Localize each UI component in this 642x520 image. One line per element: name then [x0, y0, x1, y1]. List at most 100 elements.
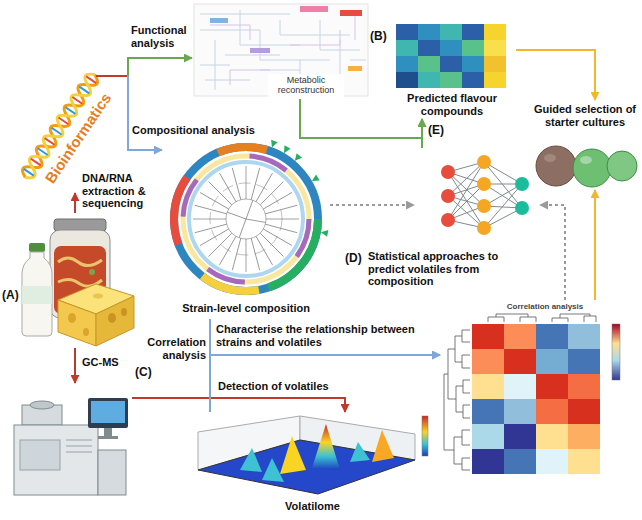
strain-tree-figure-part-part [263, 193, 292, 210]
flavour-heatmap-figure-part [396, 72, 418, 88]
panel-letter: (C) [135, 366, 152, 380]
correlation-heatmap-figure-part [568, 399, 600, 424]
food-illustration-part [89, 269, 95, 275]
neural-network-figure [441, 155, 529, 235]
flavour-heatmap-figure-part [418, 40, 440, 56]
correlation-heatmap-figure-part [488, 314, 596, 322]
strain-tree-figure-part-part [256, 236, 273, 265]
food-illustration [22, 219, 134, 346]
gcms-instrument: GC-MS [8, 383, 132, 500]
flavour-heatmap-figure-part [484, 72, 506, 88]
strain-tree-figure-part-part [260, 182, 283, 205]
strain-tree-figure-part [189, 162, 303, 276]
flow-arrow [128, 58, 192, 76]
strain-tree-figure-part-part [195, 205, 227, 214]
correlation-heatmap-figure-part [472, 374, 504, 399]
starter-culture-figure-part [607, 151, 637, 181]
flavour-heatmap-figure-part [440, 40, 462, 56]
starter-culture-figure-part [544, 154, 556, 162]
correlation-heatmap-figure-part [612, 324, 620, 380]
edge-label: Characterise the relationship between st… [216, 323, 416, 348]
correlation-heatmap-figure-part [568, 374, 600, 399]
metabolic-map-figure-part [194, 4, 368, 96]
node-text: Guided selection of starter cultures [532, 103, 638, 128]
strain-tree-figure-part [226, 199, 266, 239]
food-illustration-part [22, 286, 52, 304]
flavour-heatmap-figure-part [418, 56, 440, 72]
node-text: Strain-level composition [156, 302, 336, 315]
strain-tree-figure-part-part [220, 236, 237, 265]
strain-tree-figure-part-part [265, 205, 297, 214]
flavour-heatmap-figure-part [418, 72, 440, 88]
node-text: (A) [2, 289, 19, 303]
strain-tree-figure-part-part [239, 219, 246, 238]
strain-tree-figure-part-part [251, 168, 260, 200]
food-illustration-part [58, 258, 102, 286]
neural-network-figure-part [515, 177, 529, 191]
strain-tree-figure-part-part [246, 239, 247, 272]
gcms-figure-part [98, 450, 126, 495]
flow-arrow [594, 190, 596, 300]
correlation-heatmap-figure-part [472, 324, 504, 349]
strain-tree-figure-part [174, 147, 318, 291]
edge-label: DNA/RNA extraction & sequencing [82, 172, 164, 210]
flavour-heatmap-figure-part [440, 72, 462, 88]
correlation-heatmap-figure [444, 314, 620, 474]
strain-tree: Strain-level composition [162, 139, 330, 319]
metabolic-map-figure-part [250, 48, 270, 53]
strain-tree-figure-part [174, 147, 318, 291]
flavour-heatmap-figure [396, 24, 506, 88]
strain-tree-figure-part-part [320, 229, 328, 237]
edge-label: Detection of volatiles [218, 380, 329, 393]
node-text: Bioinformatics [41, 90, 114, 187]
strain-tree-figure-part-part [220, 173, 237, 202]
flavour-heatmap-figure-part [462, 56, 484, 72]
strain-tree-figure-part-part [246, 166, 247, 199]
correlation-heatmap-figure-part [536, 399, 568, 424]
flavour-heatmap-figure-part [396, 40, 418, 56]
strain-tree-figure-part [174, 147, 318, 291]
gcms-figure-part [66, 440, 92, 452]
flow-arrow [210, 355, 440, 412]
food-illustration-part [68, 313, 76, 323]
strain-tree-figure-part-part [265, 224, 297, 233]
flow-arrow [516, 50, 595, 100]
food-illustration-part [93, 294, 103, 299]
correlation-heatmap-figure-part [472, 399, 504, 424]
starter-culture-figure-part [536, 146, 576, 186]
strain-tree-figure-part-part [209, 233, 232, 256]
node-text: Predicted flavour compounds [388, 92, 516, 117]
edge-label: Compositional analysis [132, 124, 255, 137]
strain-tree-figure-part-part [200, 193, 229, 210]
neural-network: Statistical approaches to predict volati… [414, 148, 540, 243]
strain-tree-figure-part [174, 147, 318, 291]
correlation-heatmap-figure-part [444, 330, 470, 470]
flow-arrow [132, 398, 345, 412]
node-text: Correlation analysis [480, 302, 610, 311]
panel-letter: (E) [428, 124, 444, 138]
volatilome-figure-part [280, 436, 306, 474]
flow-arrow [210, 319, 440, 355]
flavour-heatmap-figure-part [418, 24, 440, 40]
dotted-arrow [540, 205, 565, 300]
food-illustration-part [29, 243, 45, 252]
flavour-heatmap-figure-part [484, 56, 506, 72]
correlation-heatmap-figure-part [504, 374, 536, 399]
correlation-heatmap-figure-part [504, 349, 536, 374]
correlation-heatmap-figure-part [536, 349, 568, 374]
gcms-figure-part [30, 401, 54, 409]
metabolic-map-figure-part [348, 66, 362, 71]
correlation-heatmap-figure-part [568, 424, 600, 449]
gcms-figure-part [91, 401, 125, 423]
correlation-heatmap-figure-part [472, 449, 504, 474]
correlation-heatmap-figure-part [568, 349, 600, 374]
strain-tree-figure-part [174, 147, 318, 291]
flavour-heatmap-figure-part [396, 24, 418, 40]
strain-tree-figure-part-part [256, 173, 273, 202]
metabolic-map-figure-part [210, 18, 228, 23]
correlation-heatmap-figure-part [504, 399, 536, 424]
flow-arrow [300, 99, 422, 138]
correlation-heatmap-figure-part [536, 324, 568, 349]
metabolic-map-figure [194, 4, 368, 96]
neural-network-figure-part [477, 155, 491, 169]
